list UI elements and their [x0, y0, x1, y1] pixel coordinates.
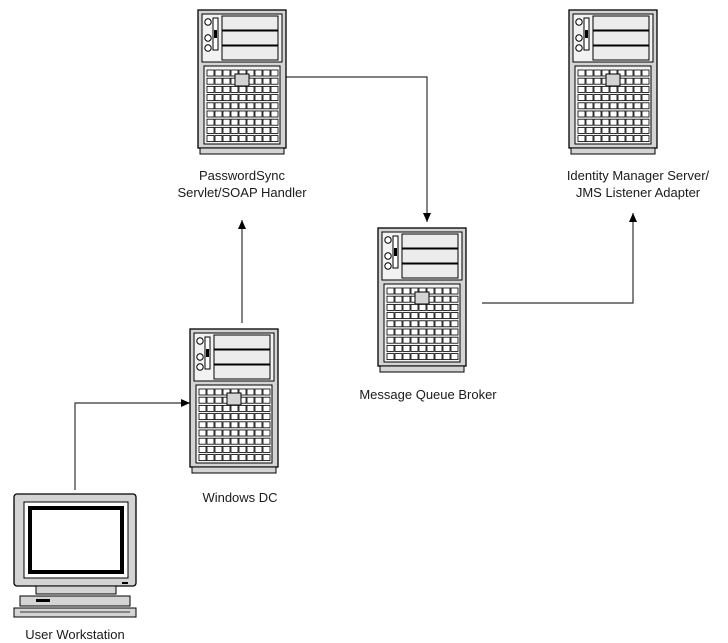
passwordsync-label-line1: PasswordSync — [199, 168, 285, 183]
passwordsync-server-icon — [197, 9, 287, 155]
identity-manager-server-icon — [568, 9, 658, 155]
message-queue-server-icon — [377, 227, 467, 373]
identity-manager-label-line2: JMS Listener Adapter — [575, 185, 701, 200]
windows-dc-label: Windows DC — [202, 490, 278, 505]
identity-manager-label: Identity Manager Server/ JMS Listener Ad… — [548, 167, 728, 201]
connectors — [74, 76, 637, 490]
workstation-computer-icon — [13, 493, 137, 618]
edge-passwordsync-to-message-queue — [286, 76, 431, 222]
user-workstation-label: User Workstation — [25, 627, 125, 642]
edge-workstation-to-windows-dc — [74, 399, 190, 490]
edge-message-queue-to-identity-manager — [482, 213, 637, 304]
message-queue-label: Message Queue Broker — [359, 387, 497, 402]
identity-manager-label-line1: Identity Manager Server/ — [566, 168, 710, 183]
passwordsync-label: PasswordSync Servlet/SOAP Handler — [155, 167, 329, 201]
passwordsync-label-line2: Servlet/SOAP Handler — [177, 185, 307, 200]
windows-dc-server-icon — [189, 328, 279, 474]
